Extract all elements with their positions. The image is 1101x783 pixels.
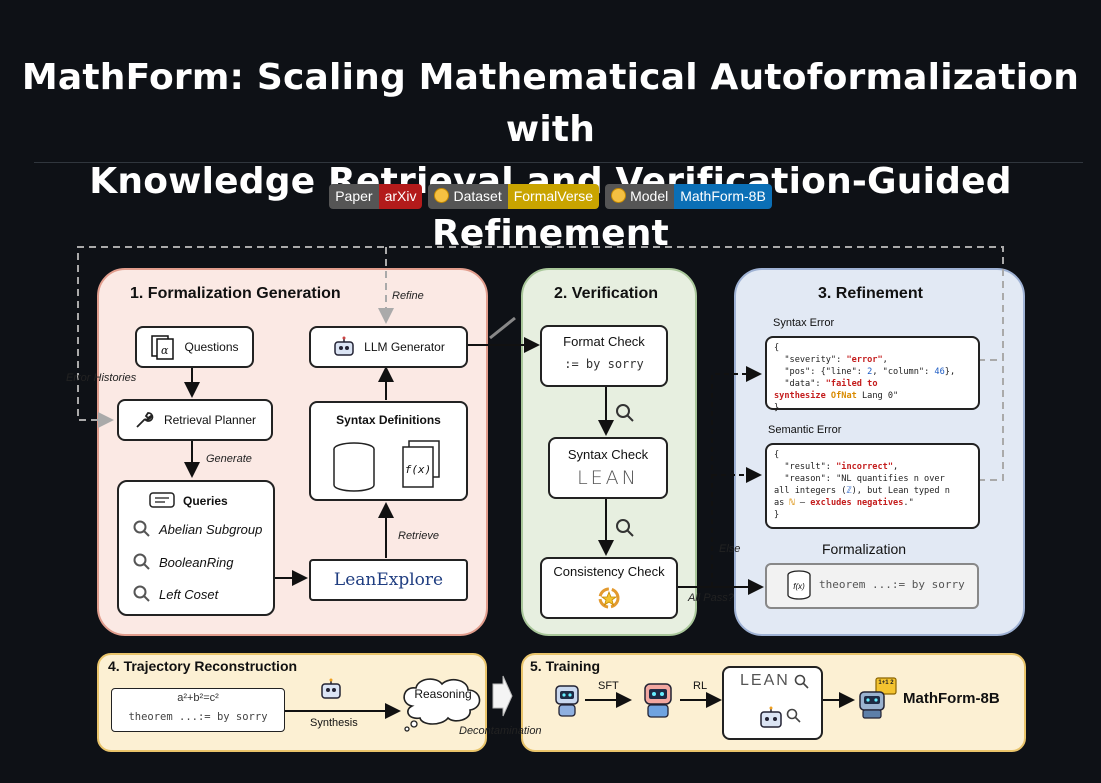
wrench-icon [136,412,154,428]
else-label: Else [719,543,741,555]
retrieval-planner-label: Retrieval Planner [163,413,257,427]
panel3-title: 3. Refinement [818,285,923,302]
leanexplore-box: LeanExplore [309,559,468,601]
question-glyph: α [161,344,169,357]
query-label: Left Coset [159,586,219,602]
syntax-definitions-title: Syntax Definitions [336,413,441,427]
equation-text: a²+b²=c² [177,692,219,704]
sft-robot-icon [644,683,672,718]
page-title: MathForm: Scaling Mathematical Autoforma… [0,52,1101,260]
llm-generator-label: LLM Generator [364,340,445,354]
lean-logo: LEAN [577,467,639,489]
format-check-code: := by sorry [564,357,644,371]
syntax-error-title: Syntax Error [773,317,835,329]
theorem-code: theorem ...:= by sorry [128,711,268,723]
database-icon [333,440,440,492]
magnifier-icon [133,520,150,537]
model-badge-value: MathForm-8B [674,184,772,209]
trained-robot-icon [859,677,897,719]
equation-box: a²+b²=c² theorem ...:= by sorry [111,688,285,732]
panel5-title: 5. Training [530,658,601,674]
consistency-check-label: Consistency Check [553,564,665,579]
synthesis-label: Synthesis [310,717,358,729]
semantic-error-title: Semantic Error [768,424,842,436]
query-item: Abelian Subgroup [133,520,262,538]
error-histories-label: Error Histories [66,372,137,384]
query-label: Abelian Subgroup [159,521,263,537]
formalization-code: theorem ...:= by sorry [819,578,965,591]
robot-icon [321,678,341,699]
dataset-badge-key: Dataset [453,188,502,204]
sign-text: 1+1 2 [878,680,894,686]
syntax-check-label: Syntax Check [567,447,649,462]
panel1-title: 1. Formalization Generation [130,285,341,302]
rl-environment-box: LEAN [722,666,823,740]
all-pass-label: All Pass? [688,592,734,604]
query-item: BooleanRing [133,553,233,571]
formalization-title: Formalization [822,541,907,557]
dataset-badge-value: FormalVerse [507,184,600,209]
llm-generator-box: LLM Generator [309,326,468,368]
sft-label: SFT [598,680,619,692]
cycle-star-icon [598,587,620,609]
title-line-1: MathForm: Scaling Mathematical Autoforma… [21,57,1080,150]
syntax-error-box: { "severity": "error", "pos": {"line": 2… [765,336,980,413]
thought-cloud-icon [403,678,481,732]
syntax-definitions-box: Syntax Definitions f(x) [309,401,468,501]
queries-title: Queries [183,494,228,508]
formalization-fx: f(x) [793,582,805,591]
retrieve-label: Retrieve [398,530,439,542]
database-fx-icon [787,570,811,600]
panel2-title: 2. Verification [554,285,659,302]
query-item: Left Coset [133,585,218,603]
magnifier-icon [794,674,809,689]
semantic-error-box: { "result": "incorrect", "reason": "NL q… [765,443,980,529]
lean-logo-small: LEAN [740,672,790,689]
chat-bubble-icon [149,492,175,508]
model-badge-key: Model [630,188,669,204]
questions-label: Questions [184,340,239,354]
document-stack-icon: α [151,335,175,360]
base-robot-icon [555,685,579,717]
paper-badge[interactable]: Paper arXiv [329,184,423,209]
questions-box: α Questions [135,326,254,368]
magnifier-icon [133,553,150,570]
paper-badge-key: Paper [329,184,379,209]
formalization-box: f(x) theorem ...:= by sorry [765,563,979,609]
query-label: BooleanRing [159,554,234,570]
magnifier-icon [133,585,150,602]
queries-box: Queries Abelian Subgroup BooleanRing Lef… [117,480,275,616]
syntax-check-box: Syntax Check LEAN [548,437,668,499]
robot-icon [760,706,782,728]
hugging-face-icon [611,188,627,203]
fx-glyph: f(x) [404,463,432,476]
dataset-badge[interactable]: Dataset FormalVerse [428,184,600,209]
retrieval-planner-box: Retrieval Planner [117,399,273,441]
format-check-label: Format Check [563,334,645,349]
magnifier-icon [786,708,801,723]
refine-label: Refine [392,290,424,302]
hugging-face-icon [434,188,450,203]
reasoning-label: Reasoning [414,687,472,701]
decontamination-label: Decontamination [459,725,542,737]
consistency-check-box: Consistency Check [540,557,678,619]
paper-badge-value: arXiv [378,184,423,209]
format-check-box: Format Check := by sorry [540,325,668,387]
generate-label: Generate [206,453,252,465]
model-badge[interactable]: Model MathForm-8B [605,184,772,209]
rl-label: RL [693,680,708,692]
panel4-title: 4. Trajectory Reconstruction [108,658,298,674]
badge-row: Paper arXiv Dataset FormalVerse Model Ma… [0,184,1101,209]
final-model-label: MathForm-8B [903,690,1000,707]
robot-icon [334,336,354,356]
title-divider [34,162,1083,163]
